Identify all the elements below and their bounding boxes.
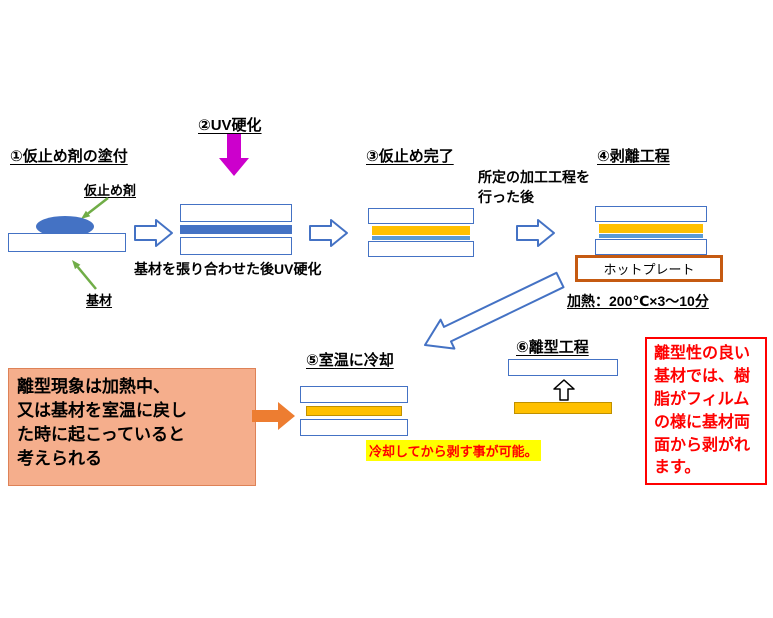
step5-title: ⑤室温に冷却 (306, 352, 394, 369)
step4-bottom-substrate-rect (595, 239, 707, 255)
heat-note: 加熱：200℃×3～10分 (567, 293, 709, 309)
adhesive-drop (36, 216, 94, 237)
step4-top-substrate-rect (595, 206, 707, 222)
flow-arrow-diagonal-icon (424, 271, 565, 350)
releasability-note: 離型性の良い 基材では、樹 脂がフィルム の様に基材両 面から剥がれ ます。 (645, 337, 767, 485)
step2-caption: 基材を張り合わせた後UV硬化 (134, 261, 322, 277)
step5-bottom-substrate-rect (300, 419, 408, 436)
step4-adhesive-layer (599, 224, 703, 233)
step1-title: ①仮止め剤の塗付 (10, 148, 128, 165)
step6-substrate-rect (508, 359, 618, 376)
green-arrow-to-adhesive-icon (81, 197, 109, 219)
step5-top-substrate-rect (300, 386, 408, 403)
step3-title: ③仮止め完了 (366, 148, 454, 165)
step4-pre-note: 所定の加工工程を 行った後 (478, 169, 590, 205)
step2-title: ②UV硬化 (198, 117, 262, 134)
step2-adhesive-layer (180, 225, 292, 234)
step3-cured-layer (372, 236, 470, 240)
step2-top-substrate-rect (180, 204, 292, 222)
orange-arrow-right-icon (252, 402, 295, 430)
step3-bottom-substrate-rect (368, 241, 474, 257)
step5-adhesive-layer (306, 406, 402, 416)
step6-released-film (514, 402, 612, 414)
hotplate-label: ホットプレート (603, 262, 695, 277)
flow-arrow-right-icon (309, 219, 348, 247)
step2-bottom-substrate-rect (180, 237, 292, 255)
flow-arrow-right-icon (134, 219, 173, 247)
flow-arrow-right-icon (516, 219, 555, 247)
green-arrow-to-substrate-icon (72, 260, 97, 290)
step6-title: ⑥離型工程 (516, 339, 589, 356)
substrate-label: 基材 (86, 293, 113, 308)
step1-substrate-rect (8, 233, 126, 252)
step4-cured-layer (599, 234, 703, 238)
adhesive-label: 仮止め剤 (84, 183, 137, 198)
uv-down-arrow-icon (219, 134, 249, 176)
step3-top-substrate-rect (368, 208, 474, 224)
step3-adhesive-layer (372, 226, 470, 235)
hotplate-box: ホットプレート (575, 255, 723, 282)
up-arrow-icon (553, 379, 575, 401)
cooling-note: 冷却してから剥す事が可能。 (366, 440, 541, 461)
release-mechanism-note: 離型現象は加熱中、 又は基材を室温に戻し た時に起こっていると 考えられる (8, 368, 256, 486)
step4-title: ④剥離工程 (597, 148, 670, 165)
